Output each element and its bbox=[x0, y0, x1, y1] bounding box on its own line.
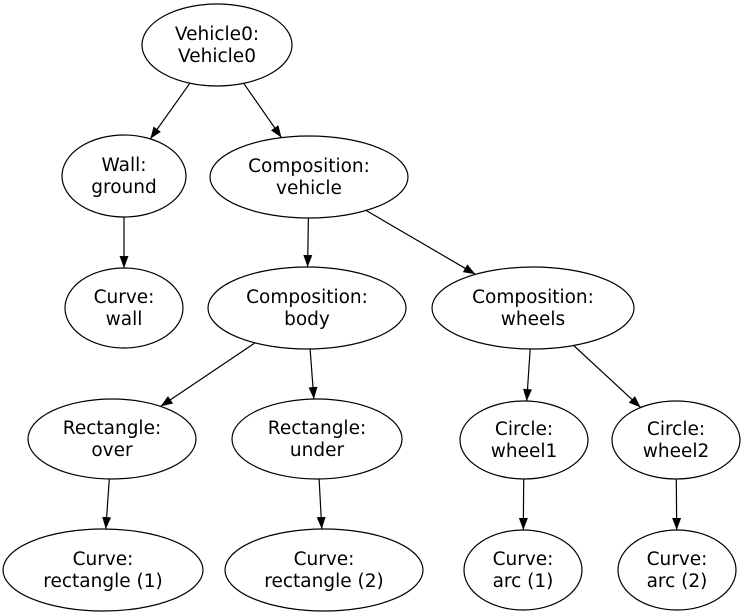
node-curve-wall: Curve:wall bbox=[64, 267, 184, 349]
node-curve-rectangle-2: Curve:rectangle (2) bbox=[224, 528, 424, 612]
nodes-layer: Vehicle0:Vehicle0Wall:groundComposition:… bbox=[2, 3, 741, 612]
node-vehicle0: Vehicle0:Vehicle0 bbox=[141, 3, 293, 87]
node-curve-arc-1: Curve:arc (1) bbox=[463, 529, 583, 611]
node-curve-rectangle-2-shape bbox=[224, 528, 424, 612]
node-curve-rectangle-1-label: Curve:rectangle (1) bbox=[43, 549, 162, 592]
node-wall-ground-shape bbox=[61, 134, 187, 218]
edge-rectangle-under-to-curve-rectangle-2 bbox=[316, 478, 326, 530]
node-rectangle-over-label: Rectangle:over bbox=[63, 418, 161, 461]
node-curve-arc-2-label: Curve:arc (2) bbox=[647, 549, 708, 592]
node-curve-arc-2-shape bbox=[617, 529, 737, 611]
node-composition-body-label: Composition:body bbox=[246, 287, 368, 330]
node-curve-arc-2: Curve:arc (2) bbox=[617, 529, 737, 611]
node-curve-rectangle-2-label: Curve:rectangle (2) bbox=[264, 549, 383, 592]
node-circle-wheel2: Circle:wheel2 bbox=[611, 400, 741, 480]
node-curve-rectangle-1-shape bbox=[2, 528, 204, 612]
node-circle-wheel2-label: Circle:wheel2 bbox=[643, 419, 710, 462]
node-circle-wheel1-label: Circle:wheel1 bbox=[491, 419, 558, 462]
node-curve-arc-1-shape bbox=[463, 529, 583, 611]
node-composition-vehicle-label: Composition:vehicle bbox=[248, 156, 370, 199]
node-composition-vehicle-shape bbox=[209, 135, 409, 219]
edges-layer bbox=[102, 82, 682, 531]
node-vehicle0-label: Vehicle0:Vehicle0 bbox=[175, 24, 259, 67]
node-wall-ground: Wall:ground bbox=[61, 134, 187, 218]
edge-composition-vehicle-to-composition-wheels bbox=[365, 209, 476, 275]
node-composition-wheels-label: Composition:wheels bbox=[472, 287, 594, 330]
node-vehicle0-shape bbox=[141, 3, 293, 87]
node-wall-ground-label: Wall:ground bbox=[91, 155, 156, 198]
edge-composition-vehicle-to-composition-body bbox=[303, 217, 313, 268]
edge-vehicle0-to-wall-ground bbox=[149, 82, 191, 140]
node-curve-arc-1-label: Curve:arc (1) bbox=[493, 549, 554, 592]
edge-rectangle-over-to-curve-rectangle-1 bbox=[102, 478, 112, 530]
node-rectangle-under-label: Rectangle:under bbox=[268, 418, 366, 461]
node-rectangle-over: Rectangle:over bbox=[27, 398, 197, 480]
node-circle-wheel1-shape bbox=[459, 400, 589, 480]
edge-vehicle0-to-composition-vehicle bbox=[243, 82, 282, 138]
node-circle-wheel1: Circle:wheel1 bbox=[459, 400, 589, 480]
edge-composition-body-to-rectangle-over bbox=[160, 342, 256, 407]
node-rectangle-over-shape bbox=[27, 398, 197, 480]
edge-composition-wheels-to-circle-wheel1 bbox=[523, 348, 532, 402]
node-curve-wall-label: Curve:wall bbox=[94, 287, 155, 330]
edge-composition-wheels-to-circle-wheel2 bbox=[573, 345, 642, 408]
edge-composition-body-to-rectangle-under bbox=[308, 348, 318, 400]
node-composition-body-shape bbox=[207, 266, 407, 350]
node-curve-wall-shape bbox=[64, 267, 184, 349]
node-rectangle-under: Rectangle:under bbox=[231, 398, 403, 480]
node-composition-wheels-shape bbox=[431, 266, 635, 350]
node-composition-wheels: Composition:wheels bbox=[431, 266, 635, 350]
node-curve-rectangle-1: Curve:rectangle (1) bbox=[2, 528, 204, 612]
node-circle-wheel2-shape bbox=[611, 400, 741, 480]
node-composition-body: Composition:body bbox=[207, 266, 407, 350]
node-composition-vehicle: Composition:vehicle bbox=[209, 135, 409, 219]
node-rectangle-under-shape bbox=[231, 398, 403, 480]
